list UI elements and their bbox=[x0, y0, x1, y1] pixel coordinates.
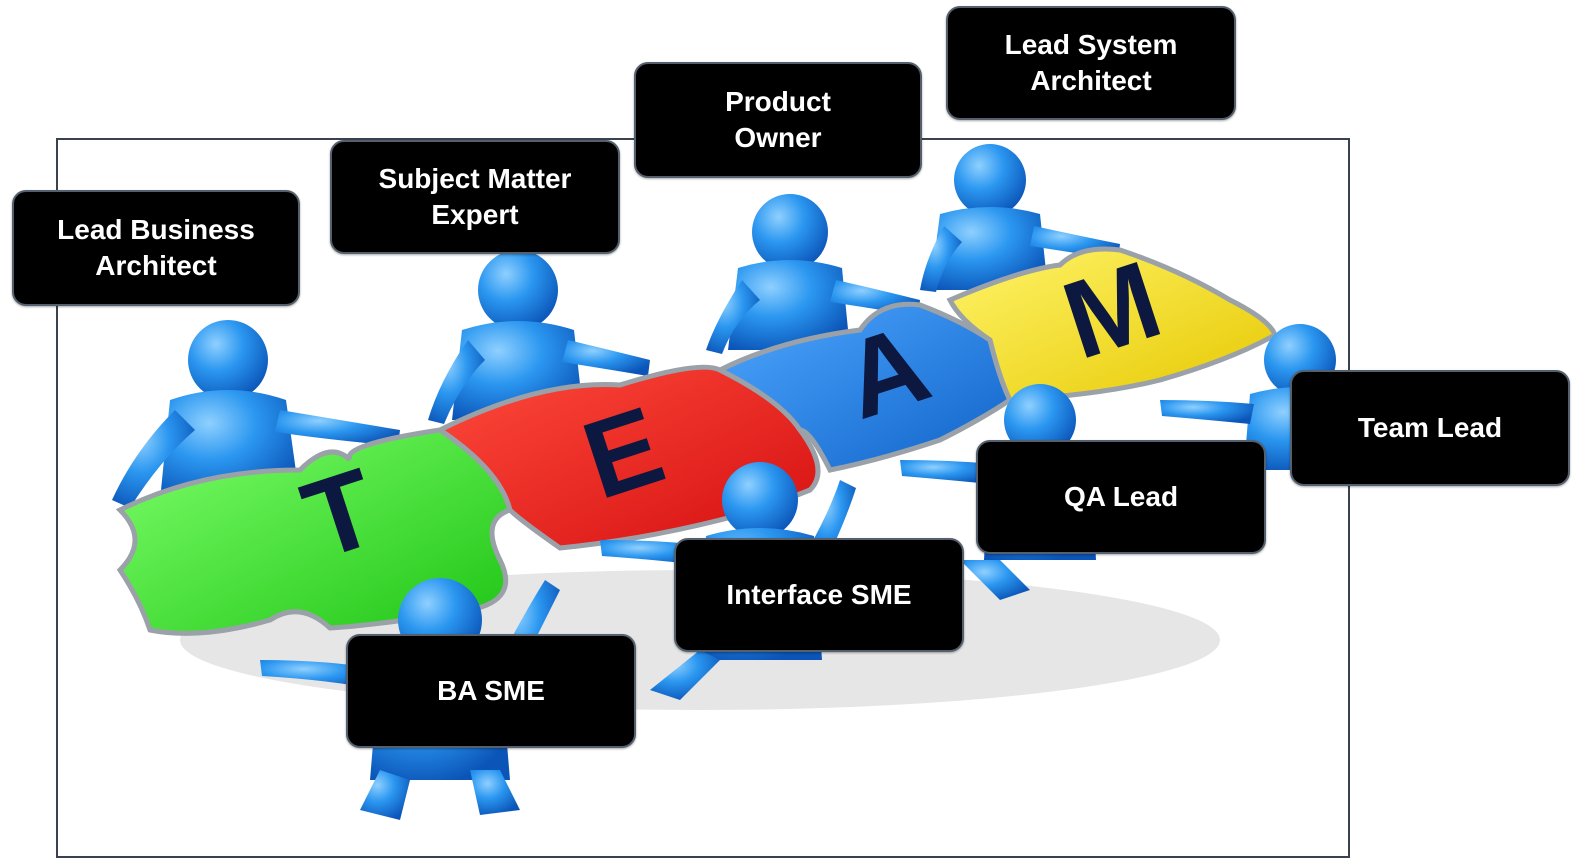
figure-back-4 bbox=[920, 144, 1120, 292]
role-subject-matter-expert: Subject Matter Expert bbox=[330, 140, 620, 254]
role-ba-sme: BA SME bbox=[346, 634, 636, 748]
role-product-owner: Product Owner bbox=[634, 62, 922, 178]
puzzle-piece-t: T bbox=[115, 427, 513, 636]
puzzle-piece-m: M bbox=[946, 238, 1279, 403]
role-interface-sme: Interface SME bbox=[674, 538, 964, 652]
role-lead-system-architect: Lead System Architect bbox=[946, 6, 1236, 120]
role-qa-lead: QA Lead bbox=[976, 440, 1266, 554]
role-lead-business-architect: Lead Business Architect bbox=[12, 190, 300, 306]
puzzle-piece-a: A bbox=[714, 301, 1014, 473]
role-team-lead: Team Lead bbox=[1290, 370, 1570, 486]
